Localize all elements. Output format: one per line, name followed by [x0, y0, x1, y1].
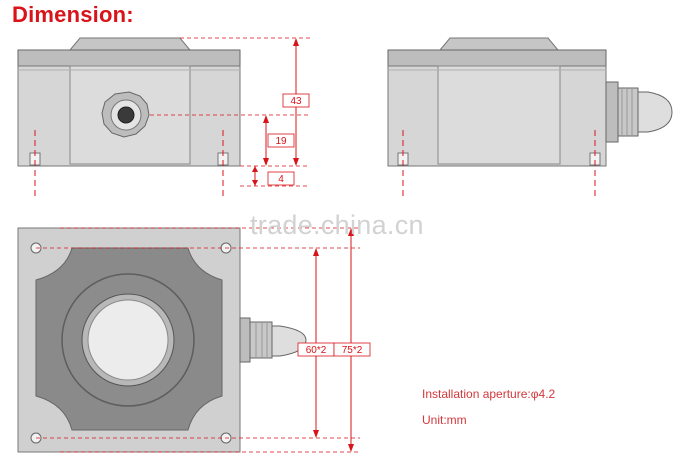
- unit-note: Unit:mm: [422, 413, 467, 427]
- dim-gland-height-label: 19: [275, 136, 287, 147]
- dim-height-label: 43: [290, 96, 302, 107]
- front-top-cap: [68, 37, 192, 51]
- top-window: [87, 299, 169, 381]
- front-lid: [17, 49, 241, 67]
- front-view: 43 19 4: [17, 37, 310, 198]
- page-title: Dimension:: [12, 2, 134, 27]
- top-view: 60*2 75*2: [17, 227, 371, 453]
- top-cable-gland: [239, 317, 307, 363]
- dim-hole-spacing-60: 60*2: [306, 345, 327, 356]
- watermark: trade.china.cn: [250, 210, 424, 240]
- front-cable-gland: [101, 91, 150, 138]
- dim-base-label: 4: [278, 174, 284, 185]
- dim-overall-75: 75*2: [342, 345, 363, 356]
- aperture-note: Installation aperture:φ4.2: [422, 387, 556, 401]
- side-cable-gland: [605, 81, 673, 143]
- side-view: [387, 37, 673, 200]
